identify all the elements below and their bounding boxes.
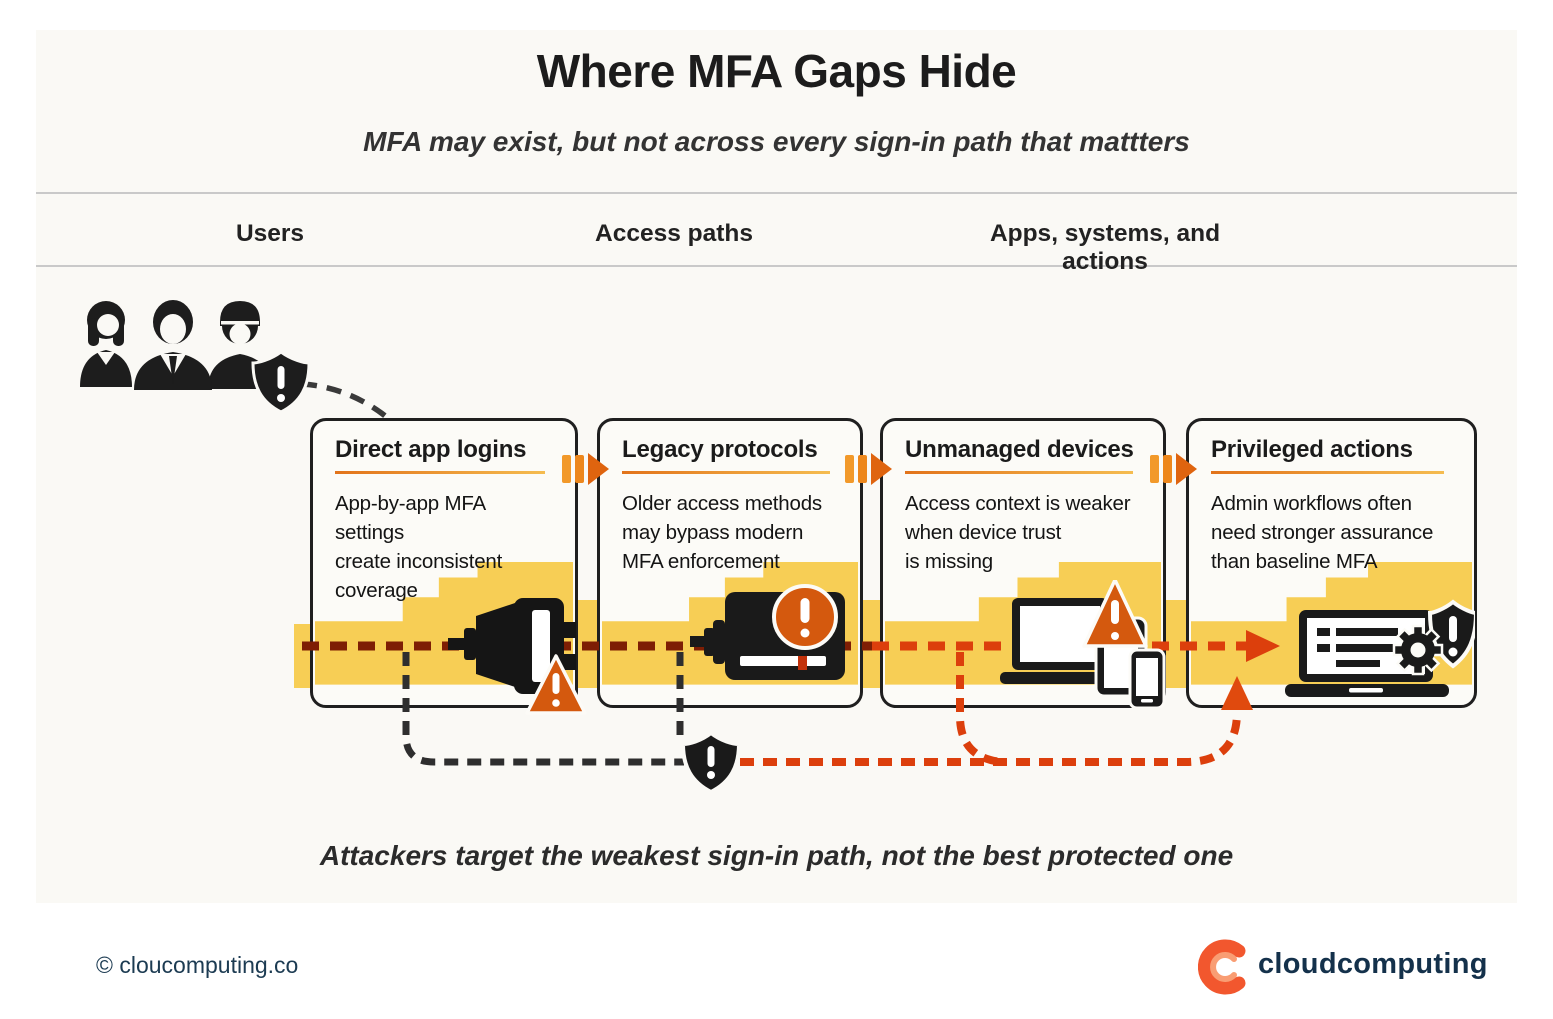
- warning-triangle-icon: [525, 654, 587, 715]
- card-title-underline: [1211, 471, 1444, 474]
- card-body: Access context is weaker when device tru…: [905, 492, 1131, 574]
- card-body: Older access methods may bypass modern M…: [622, 492, 822, 574]
- card-body: App-by-app MFA settings create inconsist…: [335, 492, 503, 603]
- user-man-icon: [134, 300, 212, 390]
- column-label-access-paths: Access paths: [595, 220, 753, 247]
- card-title: Privileged actions: [1211, 436, 1413, 463]
- users-group-icon: [80, 300, 311, 414]
- brand-name: cloudcomputing: [1258, 948, 1488, 980]
- card-body: Admin workflows often need stronger assu…: [1211, 492, 1434, 574]
- admin-console-icon: [1285, 599, 1475, 697]
- flow-arrow-icon: [845, 453, 892, 485]
- card-title-underline: [622, 471, 830, 474]
- card-title: Legacy protocols: [622, 436, 818, 463]
- card-title: Unmanaged devices: [905, 436, 1134, 463]
- bottom-note: Attackers target the weakest sign-in pat…: [319, 840, 1234, 871]
- header-divider-top: [36, 192, 1517, 194]
- highlight-band-stub: [294, 624, 312, 688]
- flow-arrow-icon: [562, 453, 609, 485]
- column-label-apps: Apps, systems, and actions: [989, 220, 1221, 275]
- legacy-drive-icon: [690, 584, 845, 680]
- card-title: Direct app logins: [335, 436, 527, 463]
- alert-circle-icon: [772, 584, 838, 650]
- copyright-text: © cloucomputing.co: [96, 952, 299, 978]
- shield-alert-icon: [251, 350, 311, 414]
- flow-arrow-icon: [1150, 453, 1197, 485]
- devices-icon: [1000, 580, 1166, 708]
- brand-c-icon: [1198, 939, 1246, 995]
- header-divider-bottom: [36, 265, 1517, 267]
- gear-icon: [1392, 624, 1444, 676]
- user-woman-icon: [80, 301, 132, 387]
- column-label-users: Users: [235, 220, 305, 247]
- page-subtitle: MFA may exist, but not across every sign…: [363, 126, 1190, 157]
- warning-triangle-icon: [1082, 580, 1148, 648]
- card-title-underline: [905, 471, 1133, 474]
- card-title-underline: [335, 471, 545, 474]
- page-title: Where MFA Gaps Hide: [536, 45, 1017, 97]
